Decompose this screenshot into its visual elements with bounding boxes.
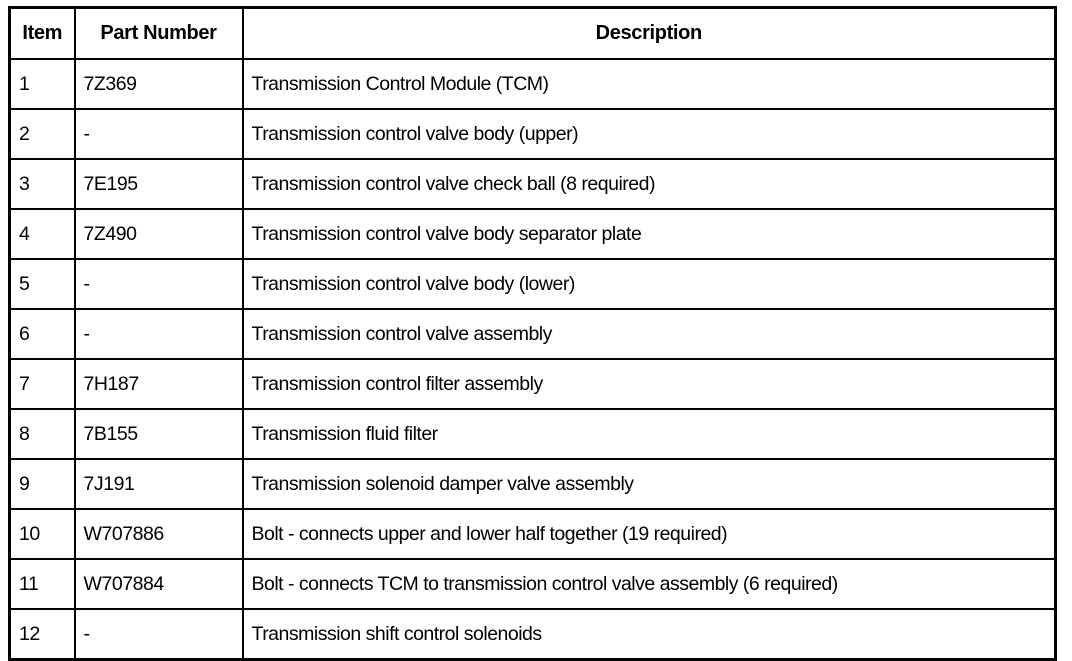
cell-item: 10	[8, 508, 76, 560]
cell-part-number: 7H187	[73, 358, 244, 410]
table-header-row: Item Part Number Description	[8, 6, 1057, 60]
parts-list-table: Item Part Number Description 1 7Z369 Tra…	[8, 6, 1057, 661]
column-header-part-number: Part Number	[73, 6, 244, 60]
cell-item: 11	[8, 558, 76, 610]
cell-item: 3	[8, 158, 76, 210]
table-row: 4 7Z490 Transmission control valve body …	[8, 208, 1057, 260]
table-row: 7 7H187 Transmission control filter asse…	[8, 358, 1057, 410]
cell-description: Transmission shift control solenoids	[241, 608, 1057, 661]
cell-part-number: 7J191	[73, 458, 244, 510]
cell-description: Transmission control valve body (upper)	[241, 108, 1057, 160]
cell-item: 2	[8, 108, 76, 160]
cell-item: 9	[8, 458, 76, 510]
cell-item: 12	[8, 608, 76, 661]
column-header-item: Item	[8, 6, 76, 60]
cell-part-number: -	[73, 108, 244, 160]
cell-description: Bolt - connects upper and lower half tog…	[241, 508, 1057, 560]
table-row: 10 W707886 Bolt - connects upper and low…	[8, 508, 1057, 560]
table-row: 11 W707884 Bolt - connects TCM to transm…	[8, 558, 1057, 610]
table-row: 2 - Transmission control valve body (upp…	[8, 108, 1057, 160]
cell-part-number: -	[73, 258, 244, 310]
cell-part-number: 7B155	[73, 408, 244, 460]
cell-item: 7	[8, 358, 76, 410]
cell-description: Transmission solenoid damper valve assem…	[241, 458, 1057, 510]
cell-description: Transmission control valve body (lower)	[241, 258, 1057, 310]
cell-item: 4	[8, 208, 76, 260]
cell-item: 1	[8, 58, 76, 110]
table-body: 1 7Z369 Transmission Control Module (TCM…	[8, 58, 1057, 661]
table-header: Item Part Number Description	[8, 6, 1057, 60]
cell-part-number: W707884	[73, 558, 244, 610]
cell-description: Transmission control filter assembly	[241, 358, 1057, 410]
cell-part-number: -	[73, 308, 244, 360]
document-page: Item Part Number Description 1 7Z369 Tra…	[8, 6, 1057, 661]
table-row: 1 7Z369 Transmission Control Module (TCM…	[8, 58, 1057, 110]
cell-part-number: 7Z369	[73, 58, 244, 110]
table-row: 3 7E195 Transmission control valve check…	[8, 158, 1057, 210]
table-row: 12 - Transmission shift control solenoid…	[8, 608, 1057, 661]
cell-item: 5	[8, 258, 76, 310]
cell-part-number: -	[73, 608, 244, 661]
cell-description: Transmission fluid filter	[241, 408, 1057, 460]
table-row: 8 7B155 Transmission fluid filter	[8, 408, 1057, 460]
cell-description: Bolt - connects TCM to transmission cont…	[241, 558, 1057, 610]
cell-description: Transmission control valve body separato…	[241, 208, 1057, 260]
table-row: 9 7J191 Transmission solenoid damper val…	[8, 458, 1057, 510]
cell-part-number: 7Z490	[73, 208, 244, 260]
cell-item: 8	[8, 408, 76, 460]
cell-part-number: 7E195	[73, 158, 244, 210]
cell-description: Transmission Control Module (TCM)	[241, 58, 1057, 110]
table-row: 5 - Transmission control valve body (low…	[8, 258, 1057, 310]
cell-part-number: W707886	[73, 508, 244, 560]
cell-item: 6	[8, 308, 76, 360]
cell-description: Transmission control valve check ball (8…	[241, 158, 1057, 210]
cell-description: Transmission control valve assembly	[241, 308, 1057, 360]
column-header-description: Description	[241, 6, 1057, 60]
table-row: 6 - Transmission control valve assembly	[8, 308, 1057, 360]
